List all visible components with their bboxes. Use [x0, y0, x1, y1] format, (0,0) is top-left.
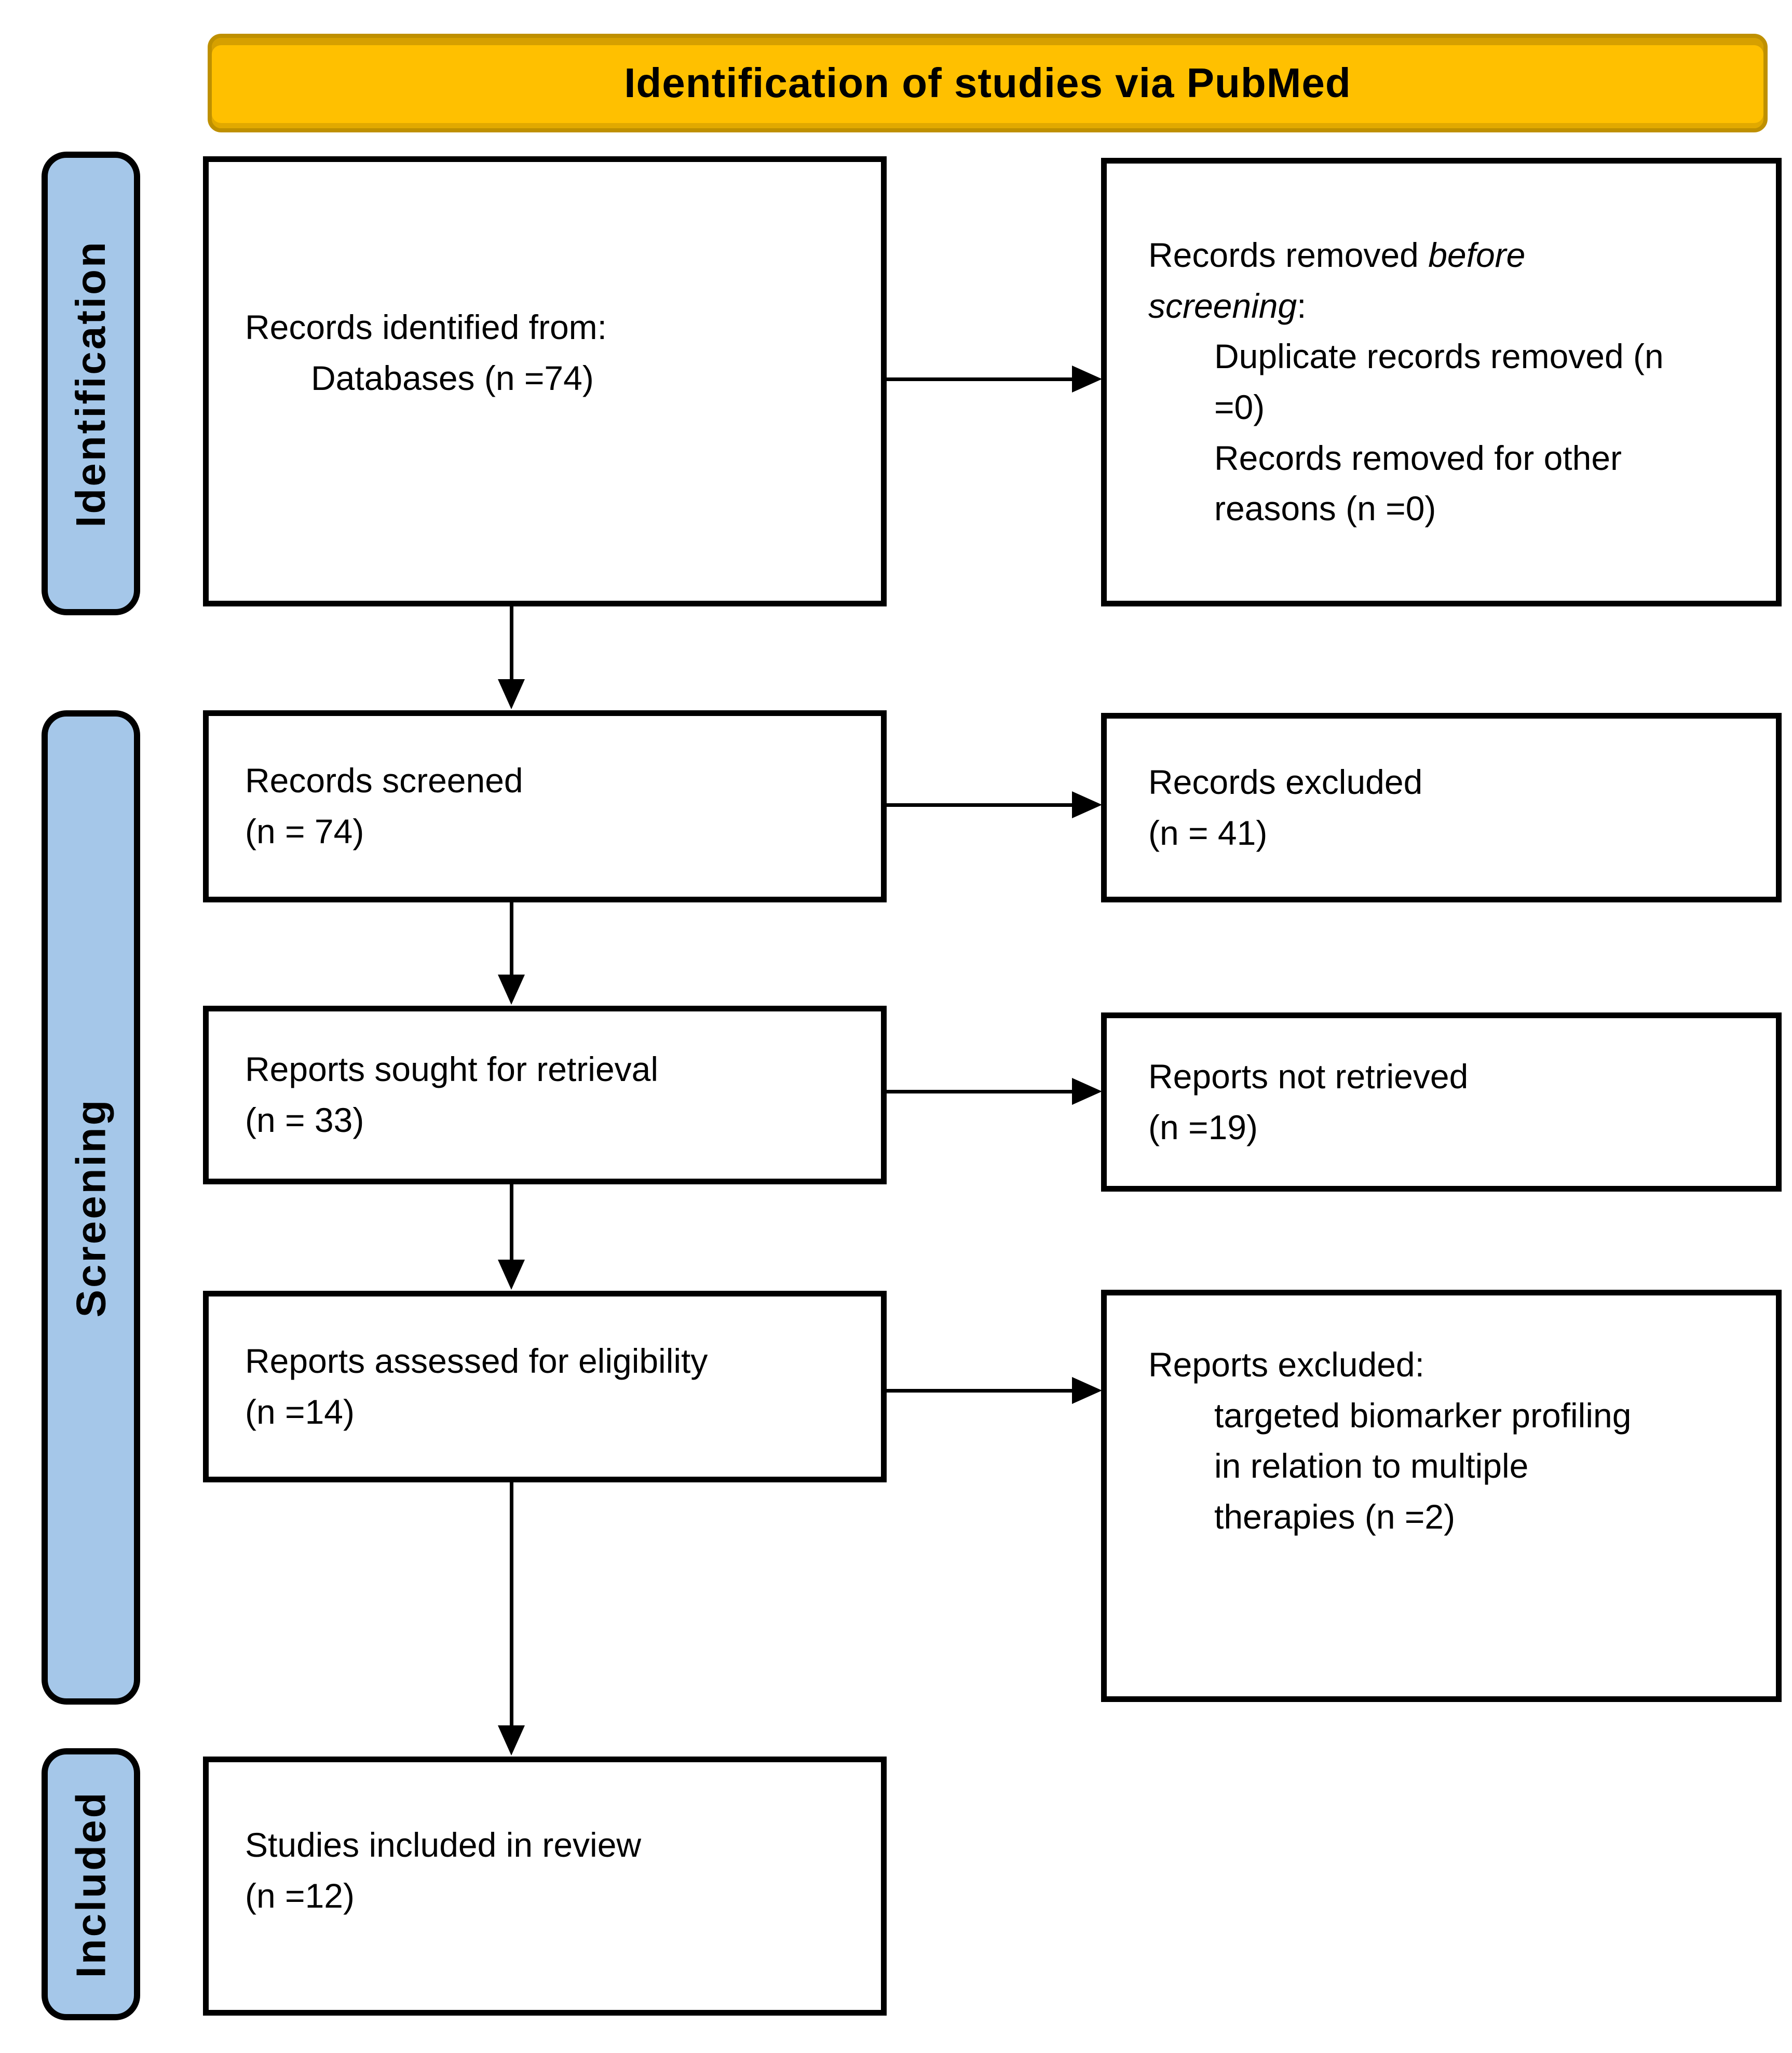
box-reports-sought-line1: Reports sought for retrieval [245, 1050, 659, 1089]
box-records-removed-line2: screening: [1148, 286, 1307, 325]
box-reports-excluded: Reports excluded: targeted biomarker pro… [1101, 1290, 1782, 1702]
arrow-head [498, 679, 525, 709]
arrow-head [498, 1725, 525, 1755]
box-reports-assessed-line2: (n =14) [245, 1392, 355, 1431]
box-studies-included: Studies included in review (n =12) [203, 1757, 887, 2016]
box-records-excluded-line1: Records excluded [1148, 762, 1423, 801]
box-records-screened-line1: Records screened [245, 761, 523, 800]
box-records-identified-line1: Records identified from: [245, 307, 607, 346]
arrow-line [510, 1480, 513, 1726]
box-studies-included-line2: (n =12) [245, 1876, 355, 1915]
arrow-line [883, 803, 1072, 807]
arrow-line [883, 377, 1072, 381]
box-records-excluded-line2: (n = 41) [1148, 813, 1268, 852]
box-records-removed-item-line: Records removed for other [1214, 438, 1622, 477]
arrow-line [510, 900, 513, 976]
box-reports-assessed: Reports assessed for eligibility (n =14) [203, 1291, 887, 1482]
arrow-line [883, 1090, 1072, 1093]
box-reports-assessed-line1: Reports assessed for eligibility [245, 1341, 708, 1380]
stage-label-screening-text: Screening [67, 1098, 114, 1317]
arrow-head [1072, 1377, 1102, 1404]
arrow-head [1072, 366, 1102, 393]
arrow-line [510, 604, 513, 680]
arrow-line [510, 1182, 513, 1261]
box-records-removed-item-line: Duplicate records removed (n [1214, 337, 1664, 376]
box-reports-excluded-item-line: in relation to multiple [1214, 1447, 1529, 1485]
stage-label-included: Included [42, 1748, 140, 2020]
arrow-head [498, 975, 525, 1005]
title-banner: Identification of studies via PubMed [208, 34, 1768, 132]
box-records-excluded: Records excluded (n = 41) [1101, 713, 1782, 902]
box-reports-sought-line2: (n = 33) [245, 1101, 364, 1139]
box-records-removed-line1: Records removed before [1148, 235, 1526, 274]
arrow-head [498, 1260, 525, 1290]
box-records-identified: Records identified from: Databases (n =7… [203, 156, 887, 606]
box-records-screened-line2: (n = 74) [245, 812, 364, 850]
arrow-head [1072, 1078, 1102, 1105]
box-reports-excluded-item-line: therapies (n =2) [1214, 1497, 1456, 1536]
box-studies-included-line1: Studies included in review [245, 1825, 642, 1864]
box-records-screened: Records screened (n = 74) [203, 710, 887, 902]
stage-label-included-text: Included [67, 1790, 114, 1978]
arrow-line [883, 1389, 1072, 1393]
stage-label-identification-text: Identification [67, 239, 114, 528]
box-reports-not-retrieved-line2: (n =19) [1148, 1107, 1258, 1146]
box-records-removed-item-line: reasons (n =0) [1214, 489, 1436, 528]
arrow-head [1072, 791, 1102, 818]
box-reports-not-retrieved: Reports not retrieved (n =19) [1101, 1012, 1782, 1192]
box-reports-excluded-item-line: targeted biomarker profiling [1214, 1396, 1632, 1435]
box-reports-sought: Reports sought for retrieval (n = 33) [203, 1006, 887, 1184]
box-records-identified-line2: Databases (n =74) [311, 358, 594, 397]
stage-label-screening: Screening [42, 710, 140, 1705]
stage-label-identification: Identification [42, 152, 140, 615]
box-reports-excluded-line1: Reports excluded: [1148, 1345, 1424, 1384]
title-banner-label: Identification of studies via PubMed [624, 60, 1351, 106]
box-records-removed-item-line: =0) [1214, 388, 1265, 426]
box-reports-not-retrieved-line1: Reports not retrieved [1148, 1057, 1469, 1096]
box-records-removed: Records removed before screening: Duplic… [1101, 158, 1782, 606]
